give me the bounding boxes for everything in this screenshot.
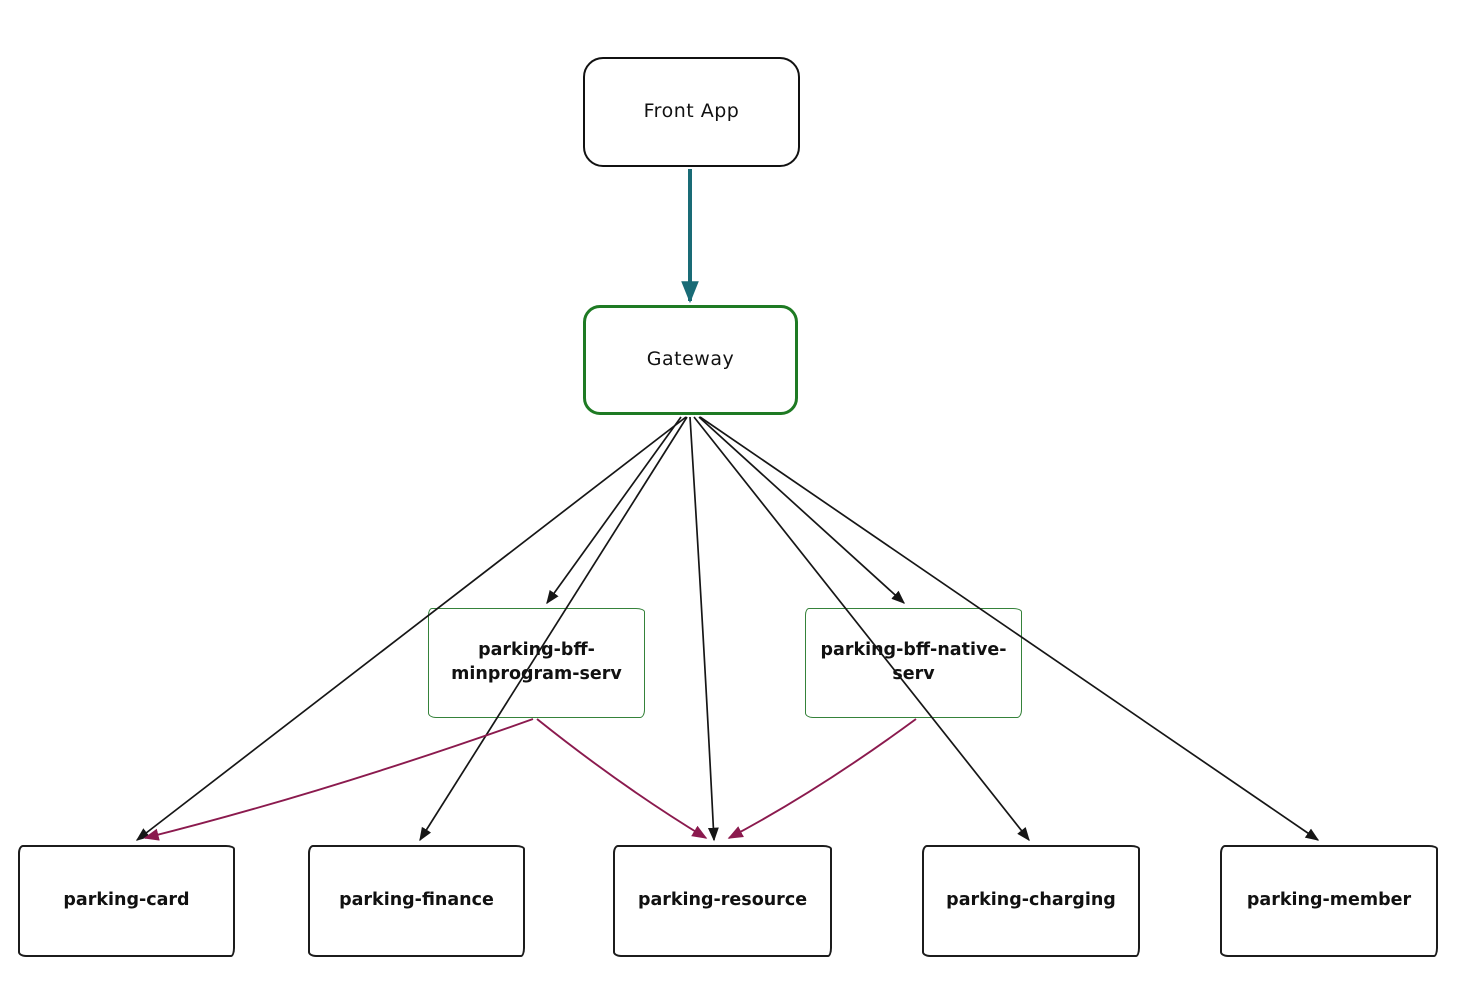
edge-gateway-to-resource	[689, 416, 719, 842]
node-card-label: parking-card	[63, 890, 190, 911]
node-parking-resource: parking-resource	[613, 845, 832, 957]
node-gateway-label: Gateway	[646, 348, 735, 371]
node-gateway: Gateway	[583, 305, 798, 415]
edge-gateway-to-bff-native	[698, 416, 906, 604]
node-parking-bff-minprogram-serv: parking-bff-minprogram-serv	[428, 608, 645, 718]
node-finance-label: parking-finance	[339, 890, 494, 911]
node-front-app-label: Front App	[643, 100, 740, 123]
node-parking-bff-native-serv: parking-bff-native-serv	[805, 608, 1022, 718]
edge-bff-minprogram-to-card	[143, 718, 534, 841]
edge-gateway-to-bff-minprogram	[546, 416, 682, 605]
node-bff-minprogram-label: parking-bff-minprogram-serv	[451, 640, 622, 684]
node-member-label: parking-member	[1246, 890, 1412, 911]
node-parking-charging: parking-charging	[922, 845, 1140, 957]
edge-bff-minprogram-to-resource	[536, 718, 708, 839]
edge-bff-native-to-resource	[727, 718, 917, 839]
node-front-app: Front App	[583, 57, 800, 167]
node-parking-finance: parking-finance	[308, 845, 525, 957]
node-bff-native-label: parking-bff-native-serv	[820, 640, 1007, 684]
node-resource-label: parking-resource	[637, 890, 808, 911]
node-parking-card: parking-card	[18, 845, 235, 957]
node-parking-member: parking-member	[1220, 845, 1438, 957]
node-charging-label: parking-charging	[946, 890, 1116, 911]
